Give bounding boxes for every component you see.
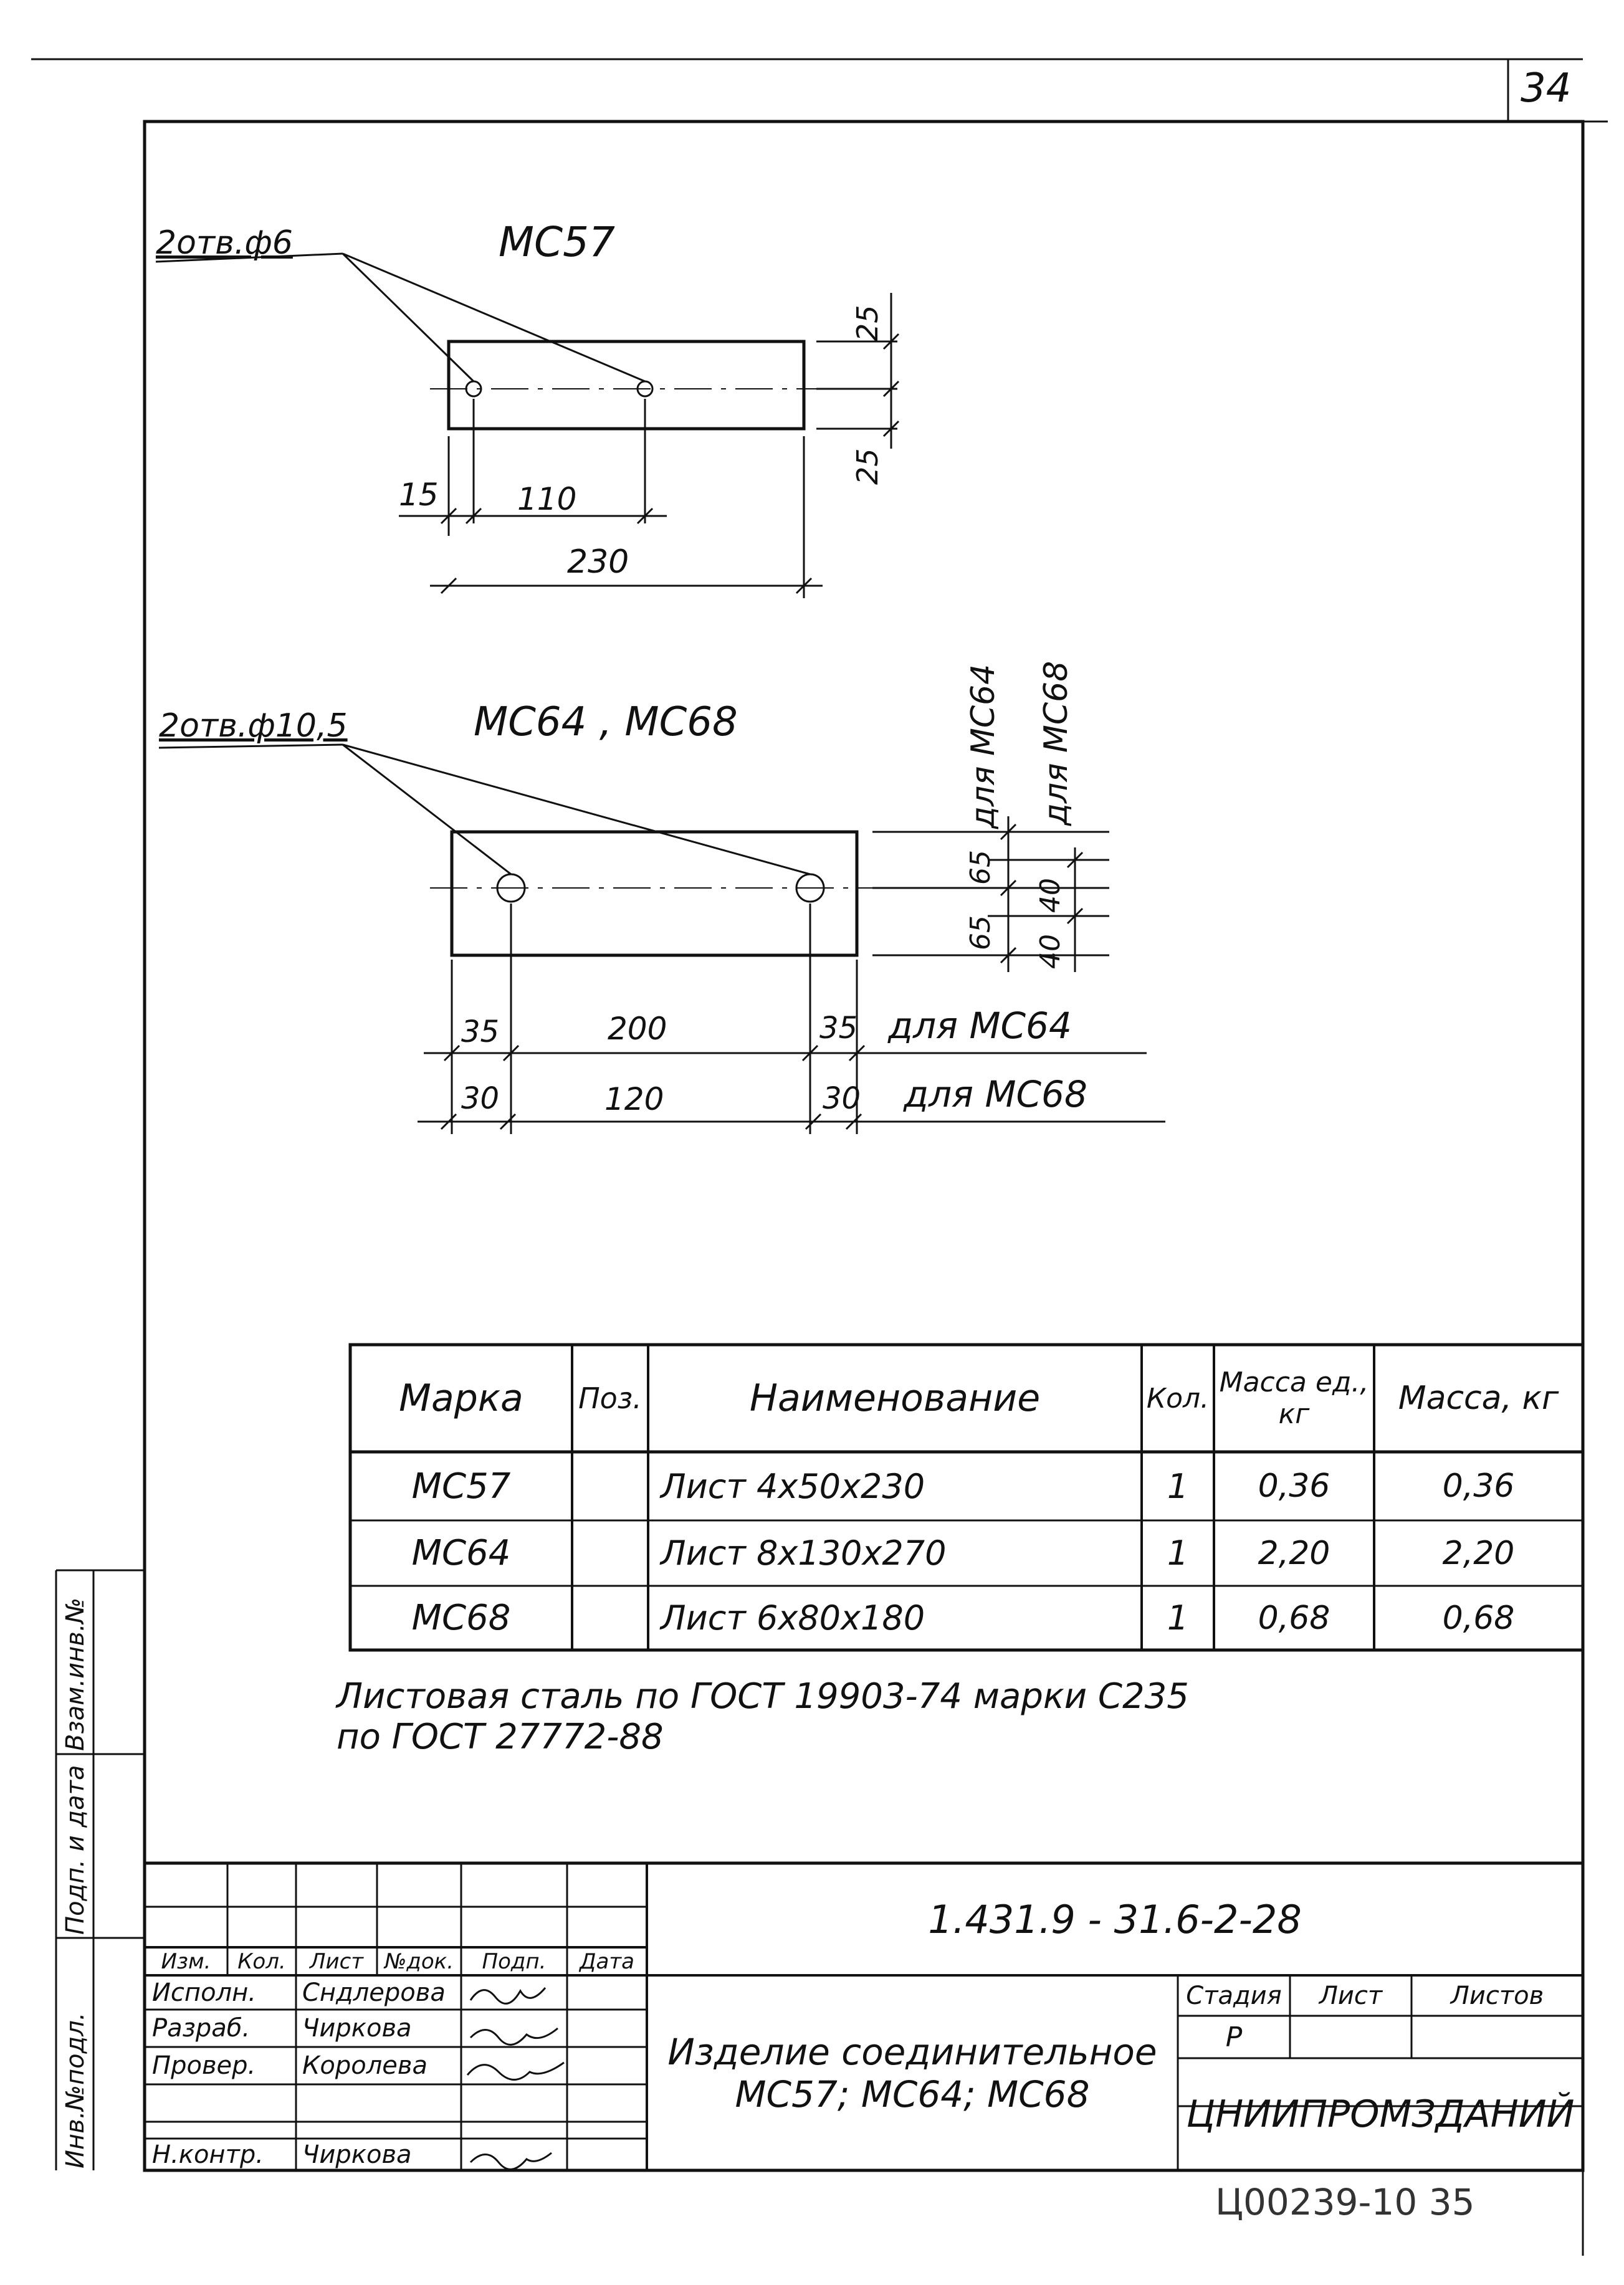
spec-row-1-mark: МС57 xyxy=(411,1466,511,1507)
spec-row-2-total-mass: 2,20 xyxy=(1442,1534,1515,1572)
spec-row-3-qty: 1 xyxy=(1167,1598,1189,1638)
tb-stage-label: Стадия xyxy=(1186,1981,1282,2010)
mc57-mark-title: МС57 xyxy=(499,218,616,266)
tb-name-developer: Чиркова xyxy=(302,2014,412,2043)
tb-header-date: Дата xyxy=(579,1949,635,1974)
mc64-dim-35-left: 35 xyxy=(461,1014,500,1049)
mc64-note-row: для МС64 xyxy=(888,1004,1072,1047)
tb-header-rev: Изм. xyxy=(161,1949,211,1974)
archive-code: Ц00239-10 35 xyxy=(1215,2181,1475,2223)
tb-name-norm-control: Чиркова xyxy=(302,2140,412,2169)
organization-name: ЦНИИПРОМЗДАНИЙ xyxy=(1186,2092,1575,2136)
spec-row-2-qty: 1 xyxy=(1167,1534,1189,1573)
mc68-dim-30-right: 30 xyxy=(823,1081,861,1116)
tb-role-developer: Разраб. xyxy=(152,2014,251,2043)
spec-row-2-name: Лист 8х130х270 xyxy=(661,1534,947,1573)
mc57-dim-15: 15 xyxy=(399,477,439,513)
page-number: 34 xyxy=(1521,65,1572,112)
spec-header-unit-mass: Масса ед., кг xyxy=(1219,1367,1369,1430)
mc64-mc68-mark-title: МС64 , МС68 xyxy=(474,699,738,745)
spec-header-total-mass: Масса, кг xyxy=(1398,1380,1559,1417)
tb-name-checker: Королева xyxy=(302,2051,427,2080)
mc57-dim-230: 230 xyxy=(567,543,629,581)
item-title: Изделие соединительное МС57; МС64; МС68 xyxy=(647,1975,1178,2170)
spec-row-1-total-mass: 0,36 xyxy=(1442,1467,1515,1505)
spec-header-pos: Поз. xyxy=(578,1381,642,1415)
material-note-line-2: по ГОСТ 27772-88 xyxy=(337,1717,664,1757)
tb-sheets-label: Листов xyxy=(1450,1981,1544,2010)
spec-row-3-name: Лист 6х80х180 xyxy=(661,1598,925,1638)
mc57-dim-110: 110 xyxy=(517,481,577,517)
mc64-dim-200: 200 xyxy=(608,1011,667,1047)
tb-sheet-label: Лист xyxy=(1319,1981,1383,2010)
tb-header-qty: Кол. xyxy=(237,1949,286,1974)
spec-header-mark: Марка xyxy=(399,1376,523,1420)
tb-role-norm-control: Н.контр. xyxy=(152,2140,264,2169)
mc57-hole-callout: 2отв.ф6 xyxy=(156,224,293,262)
spec-header-qty: Кол. xyxy=(1146,1382,1210,1414)
spec-row-2-mark: МС64 xyxy=(411,1533,511,1573)
mc64-hole-callout: 2отв.ф10,5 xyxy=(159,707,348,745)
item-title-line-1: Изделие соединительное xyxy=(667,2030,1157,2073)
spec-row-1-name: Лист 4х50х230 xyxy=(661,1466,925,1506)
tb-header-sheet: Лист xyxy=(309,1949,364,1974)
item-title-line-2: МС57; МС64; МС68 xyxy=(735,2073,1090,2116)
spec-row-1-unit-mass: 0,36 xyxy=(1258,1467,1330,1505)
spec-row-3-unit-mass: 0,68 xyxy=(1258,1599,1330,1637)
spec-row-3-mark: МС68 xyxy=(411,1598,511,1638)
tb-header-doc-no: №док. xyxy=(384,1949,454,1974)
mc68-dim-30-left: 30 xyxy=(461,1081,500,1116)
spec-row-1-qty: 1 xyxy=(1167,1466,1189,1506)
material-note-line-1: Листовая сталь по ГОСТ 19903-74 марки С2… xyxy=(337,1676,1189,1717)
tb-stage-value: Р xyxy=(1225,2021,1243,2053)
tb-role-executor: Исполн. xyxy=(152,1978,256,2007)
tb-name-executor: Сндлерова xyxy=(302,1978,446,2007)
spec-header-name: Наименование xyxy=(749,1376,1041,1420)
mc68-note-row: для МС68 xyxy=(904,1073,1087,1115)
mc68-dim-120: 120 xyxy=(604,1081,664,1117)
tb-header-signature: Подп. xyxy=(482,1949,547,1974)
tb-role-checker: Провер. xyxy=(152,2051,256,2080)
mc64-dim-35-right: 35 xyxy=(819,1011,858,1046)
spec-row-2-unit-mass: 2,20 xyxy=(1258,1534,1330,1572)
document-designation: 1.431.9 - 31.6-2-28 xyxy=(928,1896,1302,1942)
spec-row-3-total-mass: 0,68 xyxy=(1442,1599,1515,1637)
